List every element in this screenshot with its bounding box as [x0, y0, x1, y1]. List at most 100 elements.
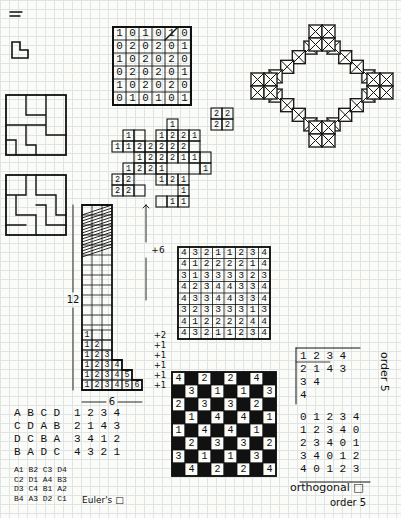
latin-row: B A D C	[14, 447, 60, 458]
crossed-square	[322, 121, 335, 134]
grid-line	[82, 265, 112, 266]
grid-row: 4 3 2 1 1 2 3 4	[181, 248, 267, 258]
cell-digit: 1	[170, 120, 175, 129]
grid-border	[178, 247, 270, 339]
white-square	[263, 411, 276, 424]
polyomino-cell	[189, 130, 200, 141]
polyomino-cell	[189, 152, 200, 163]
cell-digit: 2	[201, 374, 207, 384]
hatch-line	[82, 205, 112, 215]
hatch-line	[82, 241, 112, 251]
latin-row: 2 1 4 3	[74, 421, 120, 432]
dimension-line	[146, 258, 147, 300]
black-square	[172, 411, 185, 424]
cell-digit: 1	[175, 426, 181, 436]
staircase-cell	[102, 330, 112, 340]
black-square	[185, 372, 198, 385]
black-square	[250, 463, 263, 476]
white-square	[237, 385, 250, 398]
hatch-line	[82, 214, 112, 224]
dimension-line	[73, 308, 74, 390]
polyomino-cell	[200, 152, 211, 163]
dimension-line	[73, 205, 74, 292]
cell-digit: 3	[253, 452, 259, 462]
grid-row: 4 1 2 2 2 2 1 4	[181, 259, 267, 269]
cross-line	[264, 86, 277, 99]
latin-row: 3 4 1 2	[74, 434, 120, 445]
hatch-line	[82, 247, 112, 257]
cell-digit: 2	[148, 153, 153, 162]
polyomino-cell	[156, 152, 167, 163]
polyomino-cell	[222, 119, 233, 130]
hatch-line	[82, 220, 112, 230]
polyomino-cell	[156, 141, 167, 152]
cell-digit: 2	[225, 109, 230, 118]
cross-line	[309, 121, 322, 134]
dimension-line	[146, 205, 147, 242]
cell-digit: 2	[148, 164, 153, 173]
cell-digit: 2	[181, 131, 186, 140]
cross-line	[264, 86, 277, 99]
white-square	[198, 424, 211, 437]
cell-digit: 2	[148, 142, 153, 151]
cell-digit: 1	[159, 175, 164, 184]
board-border	[172, 372, 276, 476]
hatch-line	[82, 208, 112, 218]
cross-line	[367, 73, 380, 86]
white-square	[250, 450, 263, 463]
dissection-lines	[6, 175, 66, 235]
hatch-line	[82, 223, 112, 233]
white-square	[211, 437, 224, 450]
tromino	[12, 42, 28, 58]
grid-line	[82, 275, 112, 276]
black-square	[172, 437, 185, 450]
increment-label: +1	[154, 371, 167, 380]
cell-digit: 2	[126, 175, 131, 184]
cell-digit: 4	[214, 413, 220, 423]
cross-line	[309, 121, 322, 134]
cross-line	[309, 134, 322, 147]
white-square	[172, 372, 185, 385]
cell-digit: 2	[115, 175, 120, 184]
black-square	[224, 437, 237, 450]
dimension-label: 6	[109, 397, 115, 407]
dissection-lines	[6, 95, 66, 155]
cross-line	[322, 134, 335, 147]
cell-digit: 1	[181, 153, 186, 162]
grid-row: 0 1 0 1 0 1	[116, 93, 187, 104]
black-square	[237, 450, 250, 463]
cross-line	[309, 38, 322, 51]
white-square	[185, 463, 198, 476]
cell-digit: 1	[214, 387, 220, 397]
square-row: 2 1 4 3	[300, 364, 346, 375]
crossed-square	[322, 38, 335, 51]
polyomino-cell	[167, 119, 178, 130]
black-square	[263, 450, 276, 463]
cross-line	[322, 38, 335, 51]
grid-row: 4 2 3 4 4 3 3 4	[181, 282, 267, 292]
crossed-square	[309, 38, 322, 51]
cross-line	[380, 86, 393, 99]
black-square	[237, 424, 250, 437]
dimension-label: 12	[67, 295, 80, 305]
cell-digit: 2	[214, 109, 219, 118]
grid-row: 4 3 2 1 1 2 3 4	[181, 328, 267, 338]
bracket-line	[296, 348, 297, 404]
latin-row: C D A B	[14, 421, 60, 432]
white-square	[224, 450, 237, 463]
polyomino-cell	[211, 108, 222, 119]
white-square	[211, 411, 224, 424]
square-row: 4 0 1 2 3	[300, 464, 359, 475]
square-row: 1 2 3 4 0	[300, 425, 359, 436]
polyomino-cell	[167, 152, 178, 163]
white-square	[198, 398, 211, 411]
cross-line	[251, 73, 264, 86]
grid-row: 1 0 1 0 1 0	[116, 28, 187, 39]
black-square	[211, 450, 224, 463]
polyomino-cell	[134, 152, 145, 163]
staircase-row: 1 2 3 4 5	[85, 371, 130, 379]
staircase-row: 1	[85, 331, 90, 339]
cross-line	[380, 73, 393, 86]
staircase-row: 1 2 3 4	[85, 361, 120, 369]
white-square	[263, 463, 276, 476]
